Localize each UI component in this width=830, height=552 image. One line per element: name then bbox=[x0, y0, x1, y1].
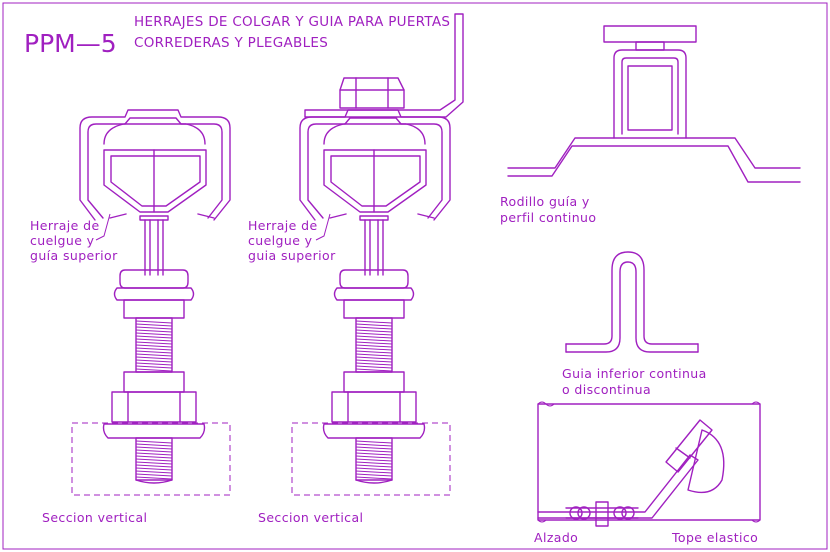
thread-line bbox=[355, 335, 393, 339]
thread-line bbox=[135, 458, 173, 462]
thread-line bbox=[135, 356, 173, 360]
guide-caption: Guia inferior continua o discontinua bbox=[562, 366, 707, 397]
thread-line bbox=[135, 467, 173, 471]
roller-caption: Rodillo guía y perfil continuo bbox=[500, 194, 596, 225]
thread-line bbox=[355, 320, 393, 324]
thread-line bbox=[135, 440, 173, 444]
thread-line bbox=[355, 326, 393, 330]
left-callout-line-2: cuelgue y bbox=[30, 233, 95, 248]
thread-line bbox=[355, 338, 393, 342]
left-callout: Herraje de cuelgue y guía superior bbox=[30, 213, 118, 263]
thread-line bbox=[355, 344, 393, 348]
thread-line bbox=[135, 368, 173, 372]
thread-line bbox=[355, 476, 393, 480]
thread-line bbox=[135, 338, 173, 342]
thread-line bbox=[135, 344, 173, 348]
thread-line bbox=[135, 461, 173, 465]
thread-line bbox=[135, 362, 173, 366]
thread-line bbox=[135, 320, 173, 324]
thread-line bbox=[355, 443, 393, 447]
middle-callout-line-1: Herraje de bbox=[248, 218, 318, 233]
thread-line bbox=[355, 329, 393, 333]
middle-lower-nut bbox=[291, 371, 451, 496]
left-rod-thread-lines bbox=[135, 440, 173, 480]
thread-line bbox=[135, 353, 173, 357]
thread-line bbox=[355, 458, 393, 462]
thread-line bbox=[135, 470, 173, 474]
thread-line bbox=[135, 452, 173, 456]
title-line-1: HERRAJES DE COLGAR Y GUIA PARA PUERTAS bbox=[134, 14, 450, 30]
thread-line bbox=[135, 446, 173, 450]
thread-line bbox=[355, 470, 393, 474]
thread-line bbox=[355, 350, 393, 354]
thread-line bbox=[355, 359, 393, 363]
thread-line bbox=[135, 443, 173, 447]
thread-line bbox=[135, 473, 173, 477]
thread-line bbox=[135, 329, 173, 333]
thread-line bbox=[135, 359, 173, 363]
thread-line bbox=[135, 464, 173, 468]
thread-line bbox=[355, 452, 393, 456]
thread-line bbox=[135, 365, 173, 369]
thread-line bbox=[135, 347, 173, 351]
thread-line bbox=[355, 368, 393, 372]
thread-line bbox=[135, 455, 173, 459]
thread-line bbox=[135, 326, 173, 330]
thread-line bbox=[135, 335, 173, 339]
middle-hanger-assembly bbox=[299, 13, 464, 373]
middle-section-caption: Seccion vertical bbox=[258, 510, 363, 525]
guide-caption-line-2: o discontinua bbox=[562, 382, 651, 397]
thread-line bbox=[355, 455, 393, 459]
thread-line bbox=[355, 440, 393, 444]
left-thread-lines bbox=[135, 320, 173, 372]
thread-line bbox=[355, 356, 393, 360]
thread-line bbox=[135, 332, 173, 336]
roller-caption-line-1: Rodillo guía y bbox=[500, 194, 590, 209]
thread-line bbox=[355, 332, 393, 336]
middle-callout-line-2: cuelgue y bbox=[248, 233, 313, 248]
thread-line bbox=[355, 467, 393, 471]
thread-line bbox=[355, 446, 393, 450]
roller-caption-line-2: perfil continuo bbox=[500, 210, 596, 225]
left-callout-line-1: Herraje de bbox=[30, 218, 100, 233]
thread-line bbox=[355, 464, 393, 468]
thread-line bbox=[135, 350, 173, 354]
stop-caption: Tope elastico bbox=[671, 530, 758, 545]
thread-line bbox=[355, 461, 393, 465]
thread-line bbox=[135, 323, 173, 327]
lower-guide-detail bbox=[565, 251, 699, 353]
thread-line bbox=[355, 341, 393, 345]
left-lower-nut bbox=[71, 371, 231, 496]
roller-guide-detail bbox=[507, 25, 801, 183]
thread-line bbox=[355, 347, 393, 351]
middle-thread-lines bbox=[355, 320, 393, 372]
thread-line bbox=[135, 341, 173, 345]
drawing-code: PPM—5 bbox=[24, 29, 117, 58]
thread-line bbox=[355, 365, 393, 369]
thread-line bbox=[355, 353, 393, 357]
left-section-caption: Seccion vertical bbox=[42, 510, 147, 525]
left-hanger-assembly bbox=[79, 109, 231, 373]
middle-callout: Herraje de cuelgue y guia superior bbox=[248, 213, 336, 263]
thread-line bbox=[355, 362, 393, 366]
thread-line bbox=[355, 473, 393, 477]
thread-line bbox=[135, 449, 173, 453]
elevation-caption: Alzado bbox=[534, 530, 578, 545]
title-line-2: CORREDERAS Y PLEGABLES bbox=[134, 35, 328, 51]
left-callout-line-3: guía superior bbox=[30, 248, 118, 263]
thread-line bbox=[135, 476, 173, 480]
guide-caption-line-1: Guia inferior continua bbox=[562, 366, 707, 381]
thread-line bbox=[355, 323, 393, 327]
elevation-detail bbox=[537, 401, 761, 527]
middle-callout-line-3: guia superior bbox=[248, 248, 336, 263]
middle-rod-thread-lines bbox=[355, 440, 393, 480]
thread-line bbox=[355, 449, 393, 453]
